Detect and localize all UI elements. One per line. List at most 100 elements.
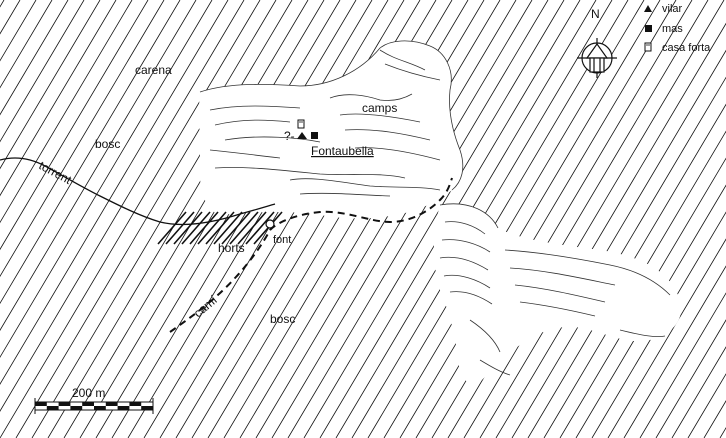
forest-hatch-line (559, 0, 726, 438)
forest-hatch-line (271, 0, 533, 438)
scale-check (105, 402, 118, 406)
forest-hatch-line (47, 0, 309, 438)
forest-hatch-line (31, 0, 293, 438)
forest-hatch-line (719, 0, 726, 438)
scale-check (58, 402, 71, 406)
forest-hatch-line (0, 0, 53, 438)
horts-hatch-line (237, 211, 267, 245)
legend-tower-icon (644, 42, 652, 52)
horts-hatch-line (173, 211, 203, 245)
label-bosc-bottom: bosc (270, 312, 295, 326)
forest-hatch-line (207, 0, 469, 438)
forest-hatch-line (0, 0, 197, 438)
legend-label-casa-forta: casa forta (662, 42, 711, 54)
label-horts: horts (218, 241, 245, 255)
forest-hatch-line (671, 0, 726, 438)
horts-hatch-line (221, 211, 251, 245)
forest-hatch-line (335, 0, 597, 438)
scale-bar (34, 398, 154, 414)
forest-hatch-line (15, 0, 277, 438)
forest-hatch-line (431, 0, 693, 438)
scale-check (82, 402, 94, 406)
forest-hatch-line (175, 0, 437, 438)
forest-hatch-line (127, 0, 389, 438)
legend-square-icon (645, 25, 652, 32)
forest-hatch-line (0, 0, 165, 438)
square-icon (311, 132, 318, 139)
forest-hatch-line (239, 0, 501, 438)
triangle-icon (297, 132, 307, 139)
scale-check (94, 406, 106, 410)
forest-hatch-line (607, 0, 726, 438)
forest-hatch-line (479, 0, 726, 438)
cami-path (169, 177, 453, 333)
forest-hatch-line (0, 0, 229, 438)
forest-hatch-line (0, 0, 69, 438)
horts-hatch-line (245, 211, 275, 245)
forest-hatch-line (159, 0, 421, 438)
label-bosc-left: bosc (95, 137, 120, 151)
forest-hatch-line (703, 0, 726, 438)
scale-label: 200 m (72, 386, 105, 400)
tower-icon (297, 119, 305, 129)
forest-hatch-line (0, 0, 213, 438)
legend-label-mas: mas (662, 23, 683, 35)
forest-hatch-line (63, 0, 325, 438)
scale-check (141, 406, 153, 410)
north-label: N (591, 7, 600, 21)
forest-hatch-line (0, 0, 149, 438)
scale-check (70, 406, 83, 410)
horts-hatch-line (189, 211, 219, 245)
scale-check (129, 402, 142, 406)
horts-hatch-line (165, 211, 195, 245)
forest-hatch-line (655, 0, 726, 438)
site-symbols (297, 119, 318, 139)
legend-label-vilar: vilar (662, 3, 683, 15)
north-arrow (577, 38, 617, 78)
horts-hatch-line (157, 211, 187, 245)
forest-hatch-line (0, 0, 245, 438)
terrain-contours (199, 40, 671, 376)
torrent-stream (0, 157, 276, 226)
forest-hatch-line (463, 0, 725, 438)
scale-check (35, 402, 47, 406)
forest-hatch-line (591, 0, 726, 438)
forest-hatch-line (511, 0, 726, 438)
horts-hatch-line (229, 211, 259, 245)
forest-hatch-line (447, 0, 709, 438)
forest-hatch-line (0, 0, 181, 438)
forest-hatch-line (687, 0, 726, 438)
legend-triangle-icon (644, 5, 652, 12)
forest-hatch-line (399, 0, 661, 438)
legend: vilar mas casa forta (644, 3, 711, 54)
horts-hatch-line (181, 211, 211, 245)
forest-hatch-line (367, 0, 629, 438)
forest-hatch-line (575, 0, 726, 438)
label-question: ?- (284, 129, 295, 143)
forest-hatch-line (351, 0, 613, 438)
font-spring-icon (265, 219, 275, 229)
forest-hatch-line (319, 0, 581, 438)
forest-hatch-line (0, 0, 133, 438)
forest-hatch-line (0, 0, 21, 438)
forest-hatch-line (495, 0, 726, 438)
forest-hatch-line (0, 0, 85, 438)
horts-hatching (157, 211, 283, 245)
forest-hatch-line (191, 0, 453, 438)
forest-hatch-line (255, 0, 517, 438)
forest-hatch-line (111, 0, 373, 438)
forest-hatch-line (543, 0, 726, 438)
forest-hatch-line (0, 0, 117, 438)
forest-hatch-line (95, 0, 357, 438)
forest-hatch-line (79, 0, 341, 438)
forest-hatch-line (415, 0, 677, 438)
label-font: font (273, 234, 291, 246)
forest-hatch-line (0, 0, 261, 438)
forest-hatch-line (287, 0, 549, 438)
scale-check (117, 406, 130, 410)
label-camps: camps (362, 101, 397, 115)
label-fontaubella: Fontaubella (311, 144, 374, 158)
forest-hatch-line (527, 0, 726, 438)
